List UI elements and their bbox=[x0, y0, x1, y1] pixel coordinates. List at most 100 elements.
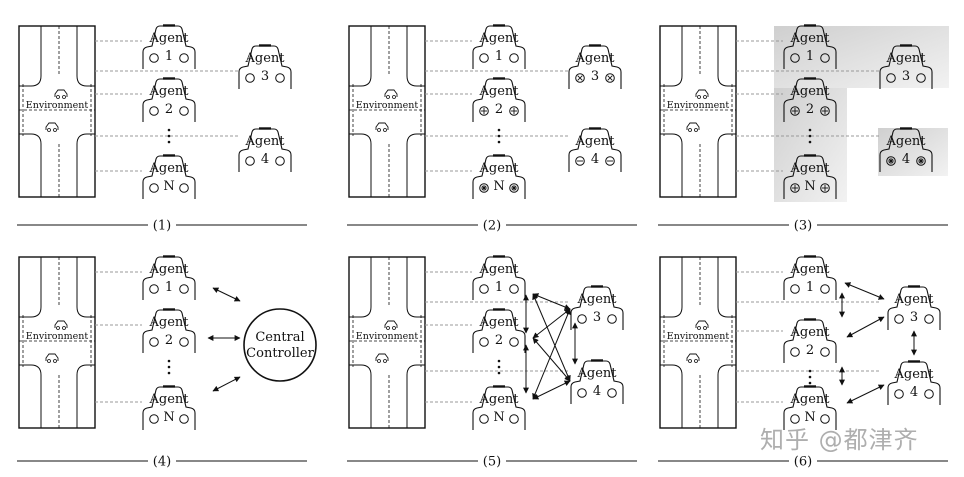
arrow bbox=[844, 282, 885, 300]
ellipsis-dots bbox=[497, 359, 501, 375]
agent-car-1: Agent 1 bbox=[783, 24, 837, 69]
agent-id: 3 bbox=[591, 69, 599, 84]
small-car-icon bbox=[695, 320, 709, 330]
agent-id: 2 bbox=[165, 333, 173, 348]
agent-id: N bbox=[804, 410, 815, 425]
agent-car-2: Agent 2 bbox=[783, 77, 837, 122]
ellipsis-dots bbox=[497, 128, 501, 144]
agent-car-3: Agent 3 bbox=[568, 44, 622, 89]
agent-label: Agent bbox=[894, 292, 935, 307]
environment-label: Environment bbox=[356, 331, 419, 342]
agent-id: 1 bbox=[806, 280, 814, 295]
agent-id: N bbox=[493, 179, 504, 194]
agent-id: 4 bbox=[591, 152, 599, 167]
agent-id: 1 bbox=[165, 280, 173, 295]
agent-label: Agent bbox=[790, 262, 831, 277]
agent-id: 1 bbox=[495, 280, 503, 295]
agent-id: 2 bbox=[495, 333, 503, 348]
central-controller-label: Controller bbox=[246, 346, 314, 361]
ellipsis-dots bbox=[167, 128, 171, 144]
environment-label: Environment bbox=[667, 331, 730, 342]
agent-label: Agent bbox=[790, 325, 831, 340]
small-car-icon bbox=[45, 122, 59, 132]
shaded-group bbox=[774, 88, 847, 202]
environment-block: Environment bbox=[348, 25, 426, 198]
central-controller-label: Central bbox=[255, 330, 304, 345]
agent-id: 1 bbox=[495, 49, 503, 64]
shaded-group bbox=[878, 128, 948, 176]
agent-id: 2 bbox=[165, 102, 173, 117]
agent-id: 4 bbox=[593, 384, 601, 399]
watermark: 知乎 @都津齐 bbox=[760, 426, 919, 454]
arrow bbox=[846, 316, 885, 338]
agent-label: Agent bbox=[149, 84, 190, 99]
environment-label: Environment bbox=[26, 331, 89, 342]
small-car-icon bbox=[375, 353, 389, 363]
agent-label: Agent bbox=[575, 134, 616, 149]
agent-car-4: Agent 4 bbox=[568, 127, 622, 172]
panel-6: EnvironmentAgent1Agent3Agent2Agent4Agent… bbox=[658, 255, 948, 470]
agent-label: Agent bbox=[886, 134, 927, 149]
small-car-icon bbox=[384, 320, 398, 330]
panel-caption: (3) bbox=[794, 219, 812, 234]
ellipsis-dots bbox=[808, 128, 812, 144]
panel-caption: (5) bbox=[483, 455, 501, 470]
small-car-icon bbox=[54, 89, 68, 99]
small-car-icon bbox=[695, 89, 709, 99]
agent-car-1: Agent 1 bbox=[783, 255, 837, 300]
panel-caption: (2) bbox=[483, 219, 501, 234]
agent-label: Agent bbox=[149, 31, 190, 46]
agent-label: Agent bbox=[149, 161, 190, 176]
agent-id: 2 bbox=[806, 343, 814, 358]
agent-id: 3 bbox=[261, 69, 269, 84]
agent-label: Agent bbox=[479, 84, 520, 99]
agent-id: 1 bbox=[806, 49, 814, 64]
environment-label: Environment bbox=[356, 100, 419, 111]
small-car-icon bbox=[384, 89, 398, 99]
agent-id: 3 bbox=[593, 310, 601, 325]
agent-id: 2 bbox=[806, 102, 814, 117]
agent-label: Agent bbox=[245, 134, 286, 149]
environment-label: Environment bbox=[26, 100, 89, 111]
arrow bbox=[532, 308, 571, 400]
agent-label: Agent bbox=[479, 315, 520, 330]
agent-label: Agent bbox=[479, 31, 520, 46]
agent-label: Agent bbox=[894, 367, 935, 382]
agent-label: Agent bbox=[886, 51, 927, 66]
environment-block: Environment bbox=[348, 256, 426, 429]
agent-id: N bbox=[804, 179, 815, 194]
agent-id: 3 bbox=[902, 69, 910, 84]
agent-label: Agent bbox=[149, 315, 190, 330]
small-car-icon bbox=[686, 122, 700, 132]
agent-label: Agent bbox=[790, 84, 831, 99]
agent-id: 1 bbox=[165, 49, 173, 64]
agent-label: Agent bbox=[479, 161, 520, 176]
agent-id: 4 bbox=[910, 385, 918, 400]
ellipsis-dots bbox=[167, 359, 171, 375]
agent-label: Agent bbox=[790, 31, 831, 46]
agent-car-1: Agent 1 bbox=[472, 24, 526, 69]
agent-label: Agent bbox=[575, 51, 616, 66]
arrow bbox=[532, 337, 571, 382]
arrow bbox=[212, 287, 241, 302]
agent-id: N bbox=[163, 179, 174, 194]
agent-label: Agent bbox=[790, 392, 831, 407]
small-car-icon bbox=[54, 320, 68, 330]
environment-label: Environment bbox=[667, 100, 730, 111]
shaded-group bbox=[774, 26, 949, 88]
agent-label: Agent bbox=[479, 392, 520, 407]
environment-block: Environment bbox=[659, 25, 737, 198]
